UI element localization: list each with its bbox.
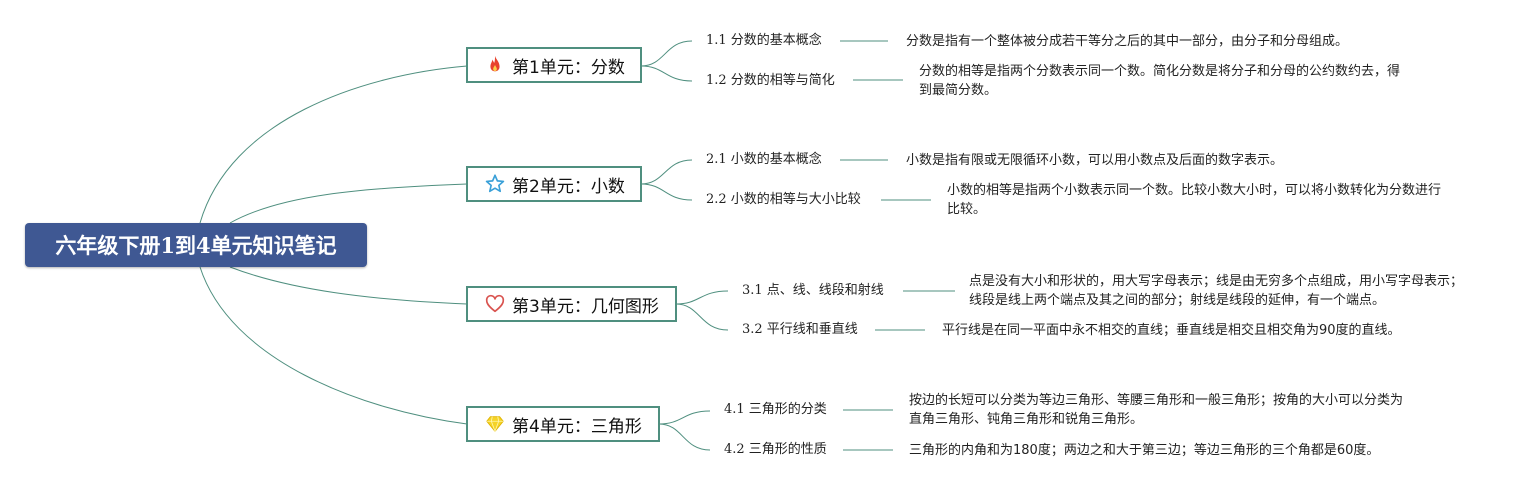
unit-2-title: 第2单元：小数 [512,176,625,197]
unit-1-title: 第1单元：分数 [512,57,625,78]
connector-root-unit-1 [199,65,468,224]
topic-1-1-label[interactable]: 1.1 分数的基本概念 [706,33,822,48]
unit-4-title: 第4单元：三角形 [512,416,642,437]
topic-3-2-desc: 平行线是在同一平面中永不相交的直线；垂直线是相交且相交角为90度的直线。 [942,323,1401,338]
unit-1-node[interactable]: 第1单元：分数 [466,47,642,83]
diamond-icon [484,413,506,435]
topic-1-2-desc: 分数的相等是指两个分数表示同一个数。简化分数是将分子和分母的公约数约去，得到最简… [919,64,1401,98]
connector-unit-1-topic-2 [640,65,693,82]
connector-unit-2-topic-2 [640,183,693,201]
topic-1-2-label[interactable]: 1.2 分数的相等与简化 [706,73,835,88]
topic-2-2-desc: 小数的相等是指两个小数表示同一个数。比较小数大小时，可以将小数转化为分数进行比较… [947,183,1442,217]
unit-3-node[interactable]: 第3单元：几何图形 [466,286,677,322]
connector-root-unit-2 [229,183,468,224]
topic-4-2-desc: 三角形的内角和为180度；两边之和大于第三边；等边三角形的三个角都是60度。 [909,443,1380,458]
fire-icon [484,54,506,76]
topic-2-1-desc: 小数是指有限或无限循环小数，可以用小数点及后面的数字表示。 [906,153,1284,168]
topic-3-1-desc: 点是没有大小和形状的，用大写字母表示；线是由无穷多个点组成，用小写字母表示；线段… [969,274,1464,308]
star-icon [484,173,506,195]
topic-1-1-desc: 分数是指有一个整体被分成若干等分之后的其中一部分，由分子和分母组成。 [906,34,1349,49]
heart-icon [484,293,506,315]
topic-3-2-label[interactable]: 3.2 平行线和垂直线 [742,322,858,337]
connector-unit-2-topic-1 [640,159,693,185]
topic-4-2-label[interactable]: 4.2 三角形的性质 [724,442,827,457]
topic-2-1-label[interactable]: 2.1 小数的基本概念 [706,152,822,167]
topic-2-2-label[interactable]: 2.2 小数的相等与大小比较 [706,192,861,207]
root-topic[interactable]: 六年级下册1到4单元知识笔记 [25,223,367,267]
connector-root-unit-3 [229,266,468,305]
connector-root-unit-4 [199,266,468,425]
topic-4-1-label[interactable]: 4.1 三角形的分类 [724,402,827,417]
connector-unit-3-topic-2 [675,303,729,331]
unit-2-node[interactable]: 第2单元：小数 [466,166,642,202]
topic-4-1-desc: 按边的长短可以分类为等边三角形、等腰三角形和一般三角形；按角的大小可以分类为直角… [909,393,1404,427]
connector-unit-1-topic-1 [640,40,693,67]
connector-unit-4-topic-1 [658,410,711,425]
unit-3-title: 第3单元：几何图形 [512,296,659,317]
connector-unit-4-topic-2 [658,423,711,451]
topic-3-1-label[interactable]: 3.1 点、线、线段和射线 [742,283,884,298]
unit-4-node[interactable]: 第4单元：三角形 [466,406,660,442]
connector-unit-3-topic-1 [675,290,729,305]
